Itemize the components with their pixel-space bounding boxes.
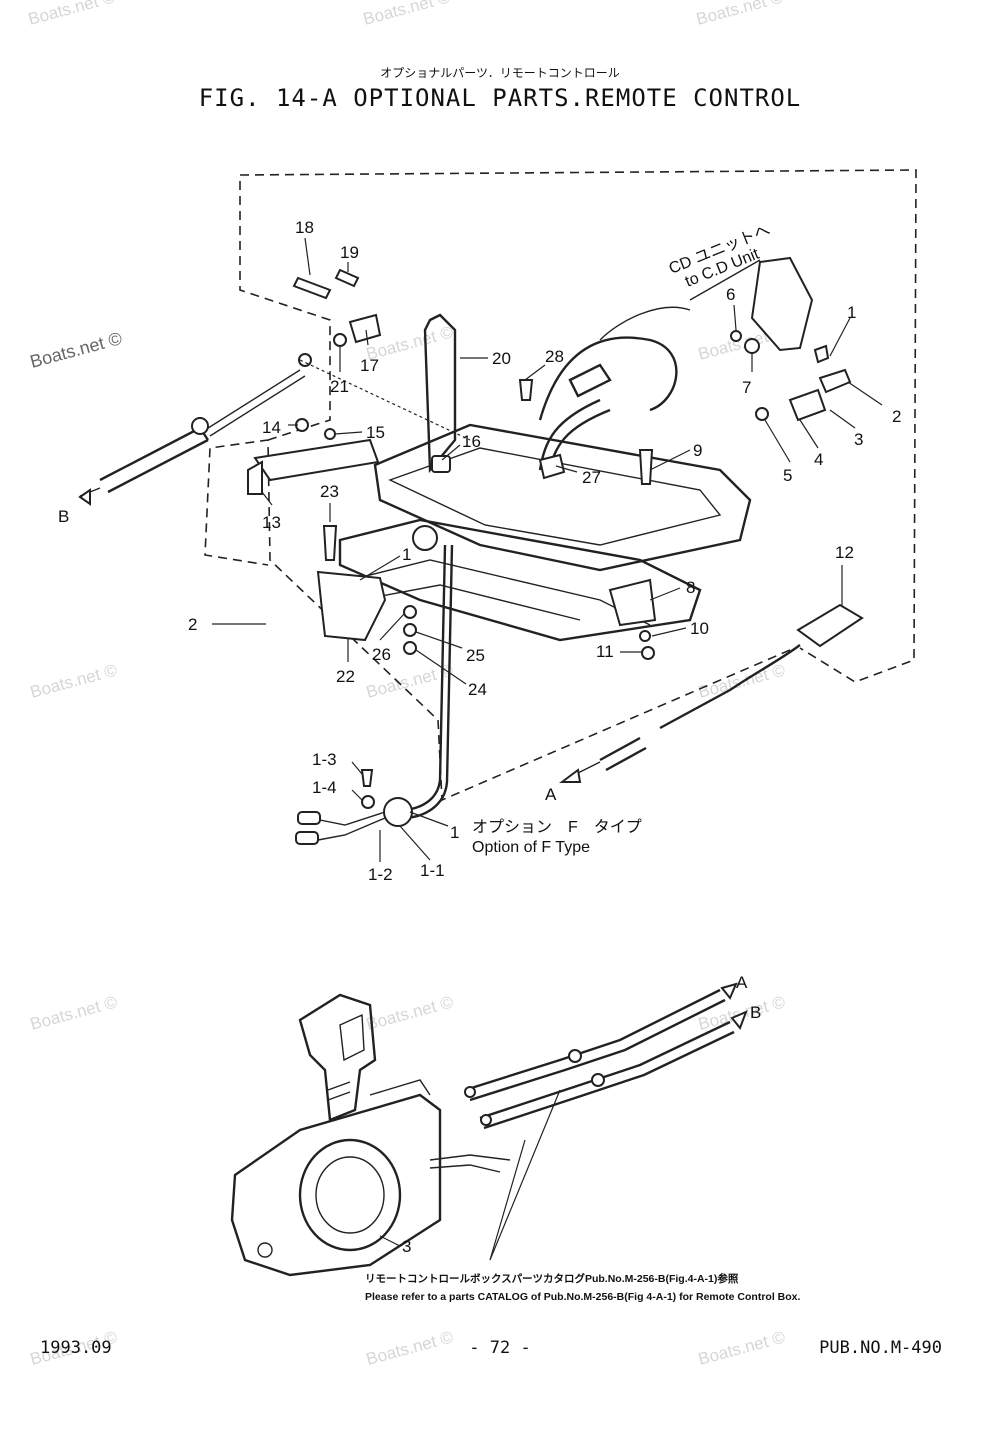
reference-note-jp: リモートコントロールボックスパーツカタログPub.No.M-256-B(Fig.… — [365, 1272, 739, 1285]
watermark-text: Boats.net © — [26, 0, 117, 29]
callout-label: 5 — [783, 466, 792, 485]
callout-labels: 18 19 17 21 20 28 16 27 14 15 13 B 23 1 … — [58, 218, 901, 884]
callout-label: 19 — [340, 243, 359, 262]
callout-label: 18 — [295, 218, 314, 237]
cable-label-a: A — [736, 973, 748, 992]
callout-label: 16 — [462, 432, 481, 451]
lower-cables — [464, 982, 748, 1261]
cd-unit-wiring — [538, 306, 691, 476]
footer-date: 1993.09 — [40, 1338, 112, 1358]
cable-label-b: B — [750, 1003, 761, 1022]
callout-label: 6 — [726, 285, 735, 304]
option-f-en: Option of F Type — [472, 839, 590, 856]
watermark-text: Boats.net © — [364, 992, 455, 1034]
callout-label: 3 — [854, 430, 863, 449]
callout-label: 22 — [336, 667, 355, 686]
callout-label: 2 — [892, 407, 901, 426]
callout-label: 12 — [835, 543, 854, 562]
callout-label: 1 — [847, 303, 856, 322]
reference-note-en: Please refer to a parts CATALOG of Pub.N… — [365, 1291, 800, 1303]
callout-label-3: 3 — [402, 1237, 411, 1256]
figure-title-japanese: オプショナルパーツ．リモートコントロール — [380, 66, 620, 80]
small-parts — [247, 256, 852, 660]
leader-lines — [212, 237, 883, 862]
callout-label: 10 — [690, 619, 709, 638]
callout-label: 4 — [814, 450, 823, 469]
remote-control-box — [230, 993, 511, 1277]
watermark-text: Boats.net © — [28, 992, 119, 1034]
callout-label: 1-2 — [368, 865, 393, 884]
watermark-text: Boats.net © — [361, 0, 452, 29]
callout-label: B — [58, 507, 69, 526]
callout-label: 11 — [596, 642, 614, 661]
callout-label: 9 — [693, 441, 702, 460]
callout-label: 1-1 — [420, 861, 445, 880]
callout-label: 7 — [742, 378, 751, 397]
callout-label: 15 — [366, 423, 385, 442]
arrow-b — [78, 488, 91, 506]
callout-label: 28 — [545, 347, 564, 366]
watermark-text: Boats.net © — [28, 328, 124, 372]
callout-label: 13 — [262, 513, 281, 532]
option-f-jp: オプション F タイプ — [472, 818, 642, 836]
option-f-harness — [295, 544, 454, 845]
callout-label: 17 — [360, 356, 379, 375]
figure-title: FIG. 14-A OPTIONAL PARTS.REMOTE CONTROL — [198, 84, 802, 112]
callout-label: 24 — [468, 680, 487, 699]
callout-label: 25 — [466, 646, 485, 665]
footer-publication-number: PUB.NO.M-490 — [819, 1338, 942, 1358]
callout-label: 2 — [188, 615, 197, 634]
cd-unit-arrow — [689, 259, 761, 301]
cable-a — [565, 603, 864, 780]
callout-label: 23 — [320, 482, 339, 501]
watermarks: Boats.net © Boats.net © Boats.net © Boat… — [26, 0, 787, 1369]
watermark-text: Boats.net © — [694, 0, 785, 29]
callout-label: 1 — [450, 823, 459, 842]
footer-page-number: - 72 - — [469, 1338, 531, 1358]
callout-label: 8 — [686, 578, 695, 597]
callout-label: 26 — [372, 645, 391, 664]
callout-label: 20 — [492, 349, 511, 368]
callout-label: 27 — [582, 468, 601, 487]
arrow-a — [559, 768, 582, 783]
cable-b — [79, 353, 471, 497]
assembly-boundary — [204, 169, 917, 802]
callout-label: 14 — [262, 418, 281, 437]
callout-label: 1-4 — [312, 778, 337, 797]
callout-label: 21 — [330, 377, 349, 396]
callout-label: 1-3 — [312, 750, 337, 769]
callout-label: 1 — [402, 545, 411, 564]
watermark-text: Boats.net © — [28, 660, 119, 702]
callout-label: A — [545, 785, 557, 804]
